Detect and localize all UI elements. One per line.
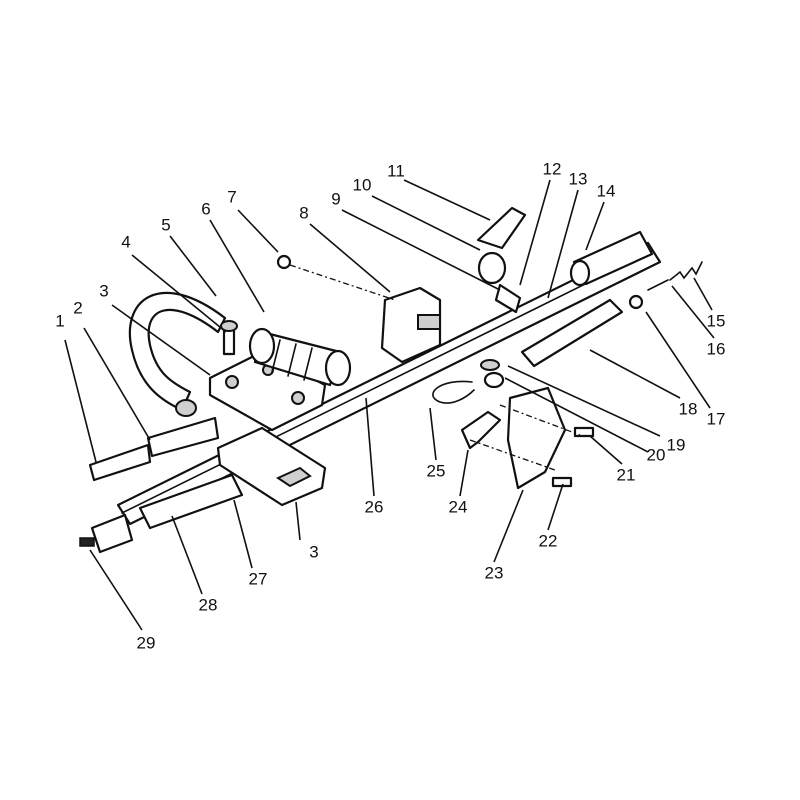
pin (647, 279, 669, 291)
alignment-line-upper (289, 264, 396, 301)
spacer (480, 359, 500, 371)
slider-track (520, 298, 624, 368)
alignment-line-lower (469, 439, 556, 471)
callout-23: 23 (485, 563, 504, 582)
shaft-shield-halves (88, 416, 220, 482)
callout-1: 1 (55, 311, 64, 330)
callout-14: 14 (597, 181, 616, 200)
clamp-ring (477, 251, 522, 314)
drive-end-cap (79, 513, 134, 554)
leader-lines (64, 179, 715, 631)
callout-12: 12 (543, 159, 562, 178)
callout-27: 27 (249, 569, 268, 588)
callout-13: 13 (569, 169, 588, 188)
trigger-pivot (483, 371, 505, 389)
cover-screw-upper (573, 426, 595, 438)
loop-handle (128, 291, 227, 417)
callout-19: 19 (667, 435, 686, 454)
callout-3-lower: 3 (309, 542, 318, 561)
callout-7: 7 (227, 187, 236, 206)
throttle-cable (432, 380, 475, 404)
callout-28: 28 (199, 595, 218, 614)
clamp-screw (220, 320, 238, 356)
washer (628, 294, 644, 310)
handle-clamp-lower (216, 426, 327, 507)
callout-21: 21 (617, 465, 636, 484)
callout-3-upper: 3 (99, 281, 108, 300)
callout-18: 18 (679, 399, 698, 418)
trigger (460, 410, 502, 450)
callout-4: 4 (121, 232, 130, 251)
callout-9: 9 (331, 189, 340, 208)
callout-2: 2 (73, 298, 82, 317)
callout-29: 29 (137, 633, 156, 652)
throttle-housing (380, 286, 442, 364)
lower-shaft (138, 473, 244, 530)
callout-5: 5 (161, 215, 170, 234)
callout-22: 22 (539, 531, 558, 550)
drive-tube-sleeve (569, 230, 654, 287)
callout-17: 17 (707, 409, 726, 428)
callout-20: 20 (647, 445, 666, 464)
callout-25: 25 (427, 461, 446, 480)
callout-16: 16 (707, 339, 726, 358)
alignment-line-middle (499, 404, 581, 436)
callout-15: 15 (707, 311, 726, 330)
callout-24: 24 (449, 497, 468, 516)
bracket (476, 206, 527, 250)
spring (669, 261, 703, 281)
throttle-grip (248, 327, 352, 387)
callout-6: 6 (201, 199, 210, 218)
nut (276, 254, 292, 270)
callout-11: 11 (387, 161, 405, 180)
callout-8: 8 (299, 203, 308, 222)
callout-10: 10 (353, 175, 372, 194)
callout-26: 26 (365, 497, 384, 516)
handle-cover (506, 386, 567, 490)
callout-labels: 1 2 3 3 4 5 6 7 8 9 10 11 12 13 14 15 16… (55, 159, 725, 652)
